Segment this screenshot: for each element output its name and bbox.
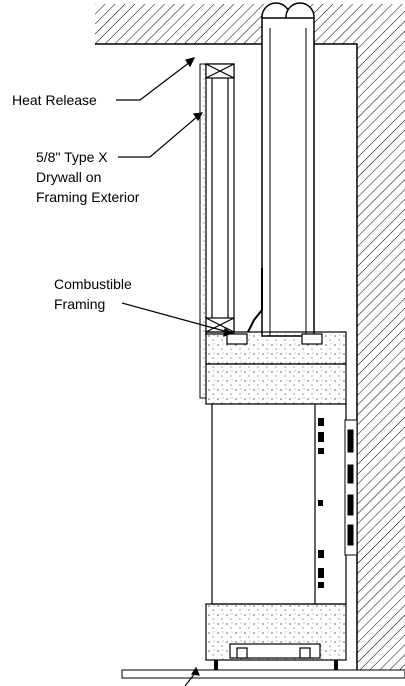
vent-pipe	[261, 17, 315, 337]
framing-label-line1: Combustible	[54, 276, 132, 292]
ceiling-hatch	[95, 4, 405, 44]
heat-release-label: Heat Release	[12, 92, 97, 108]
drywall-label-line1: 5/8" Type X	[36, 149, 108, 165]
combustible-framing	[205, 63, 235, 335]
lower-base	[205, 603, 347, 661]
drywall-label-line2: Drywall on	[36, 169, 101, 185]
floor-arrow	[184, 666, 200, 686]
top-plate	[205, 331, 347, 365]
framing-leader	[121, 302, 234, 337]
firebox-feet	[214, 660, 338, 670]
wall-hatch	[357, 44, 405, 670]
drywall-leader	[118, 112, 204, 158]
upper-header-panel	[205, 363, 347, 405]
drywall-label-line3: Framing Exterior	[36, 189, 140, 205]
side-control-panel	[344, 419, 358, 556]
firebox-fittings	[318, 418, 324, 588]
heat-release-leader	[116, 57, 196, 101]
framing-label-line2: Framing	[54, 296, 105, 312]
heat-shield-bracket	[247, 268, 263, 333]
floor-slab	[121, 669, 405, 679]
firebox-body	[211, 403, 347, 605]
